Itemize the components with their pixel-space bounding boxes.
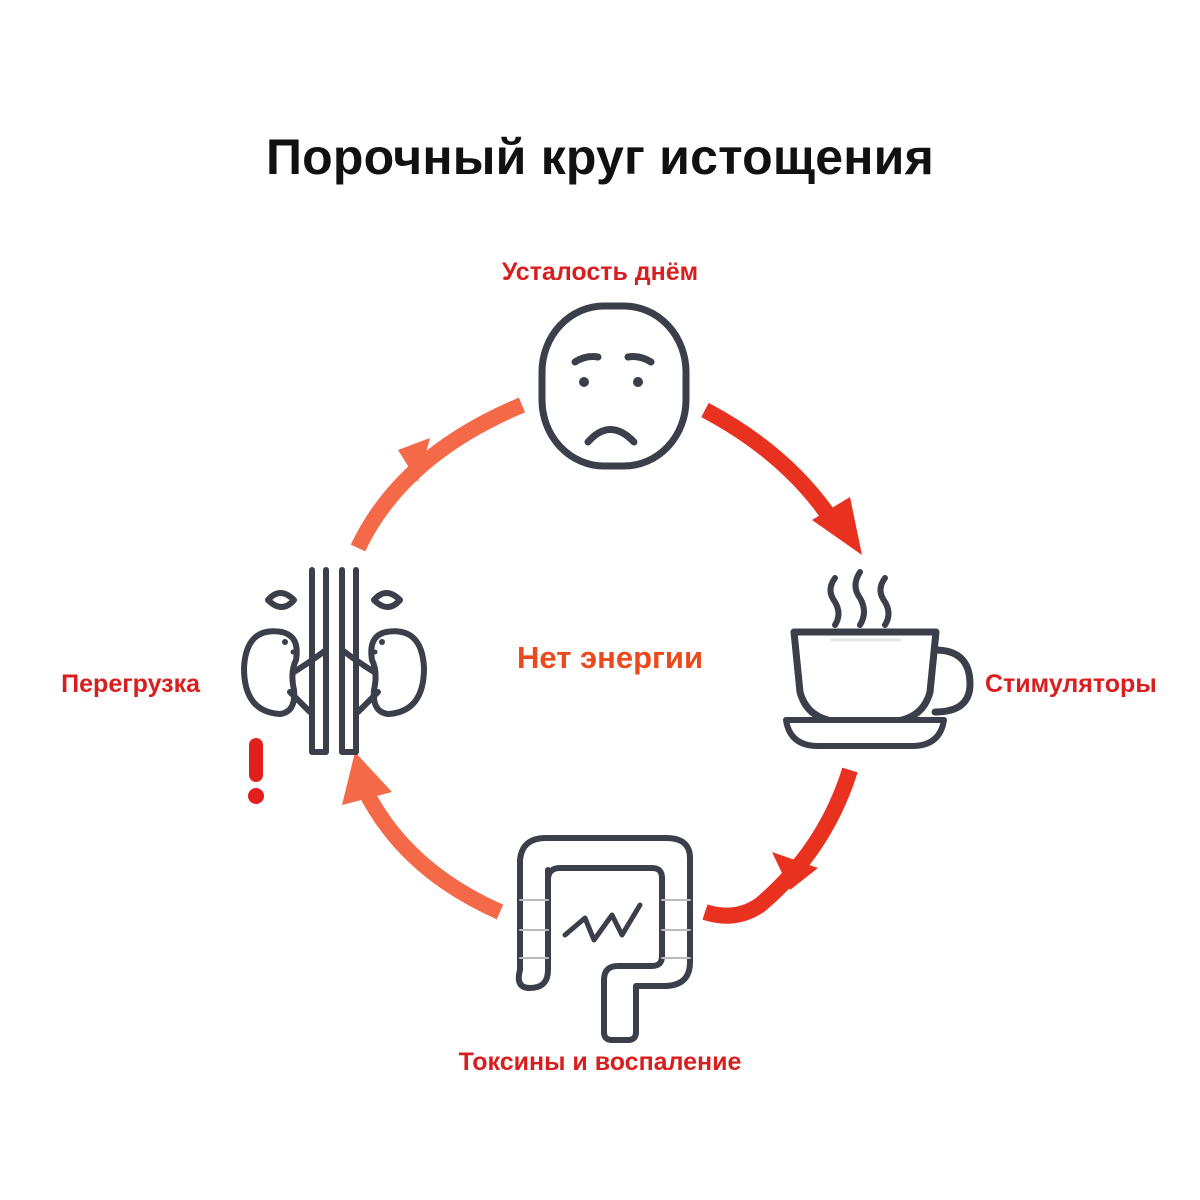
- warning-icon: [248, 738, 264, 804]
- coffee-cup-icon: [783, 569, 974, 749]
- stage-label-toxins: Токсины и воспаление: [458, 1048, 742, 1076]
- stage-label-stimulants: Стимуляторы: [985, 670, 1157, 698]
- sad-face-icon: [538, 302, 690, 470]
- kidneys-adrenal-icon: [241, 567, 427, 755]
- page-title: Порочный круг истощения: [266, 129, 934, 185]
- center-label: Нет энергии: [516, 640, 704, 675]
- stage-label-fatigue: Усталость днём: [501, 258, 699, 286]
- arrow-fatigue-to-stimulants: [701, 402, 862, 555]
- arrow-toxins-to-overload: [342, 752, 504, 920]
- intestines-icon: [515, 835, 693, 1043]
- arrow-overload-to-fatigue: [350, 397, 526, 552]
- arrow-stimulants-to-toxins: [702, 767, 858, 924]
- stage-label-overload: Перегрузка: [61, 670, 200, 698]
